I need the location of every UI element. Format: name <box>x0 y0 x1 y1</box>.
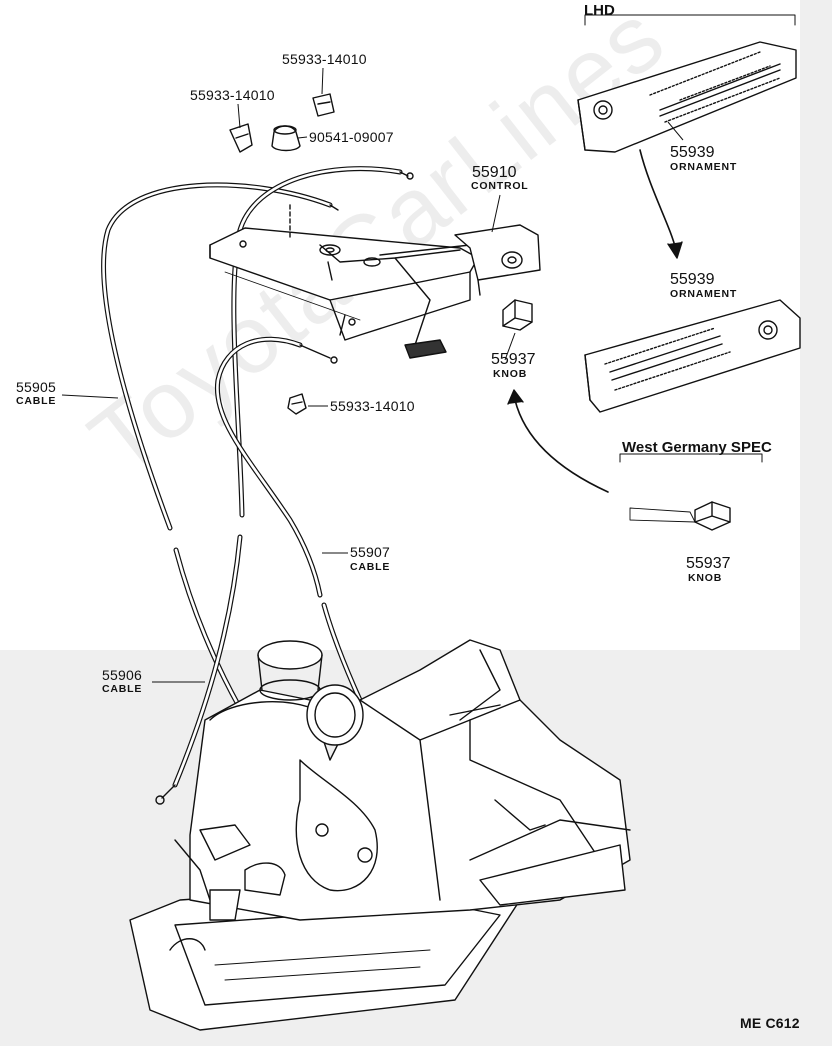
callout-cable-55906-name: CABLE <box>102 683 143 695</box>
knob-upper <box>502 299 533 331</box>
callout-ornament-lower-name: ORNAMENT <box>670 288 738 300</box>
callout-cable-55907-number: 55907 <box>350 544 390 560</box>
callout-cable-55907-name: CABLE <box>350 561 391 573</box>
callout-clip-left: 55933-14010 <box>190 87 275 103</box>
callout-clip-lower: 55933-14010 <box>330 398 415 414</box>
callout-control-name: CONTROL <box>471 180 529 192</box>
callout-ornament-upper-name: ORNAMENT <box>670 161 738 173</box>
callout-cable-55906-number: 55906 <box>102 667 142 683</box>
callout-knob-lower-number: 55937 <box>686 555 731 572</box>
west-germany-header: West Germany SPEC <box>622 439 772 456</box>
transfer-arrow <box>639 149 683 259</box>
callout-ornament-upper-number: 55939 <box>670 144 715 161</box>
callout-clip-top: 55933-14010 <box>282 51 367 67</box>
figure-code: ME C612 <box>740 1015 800 1031</box>
control-assembly <box>209 204 541 359</box>
callout-knob-upper-name: KNOB <box>493 368 528 380</box>
ornament-panel-upper <box>577 14 797 153</box>
callout-cable-55905-number: 55905 <box>16 379 56 395</box>
callout-control-number: 55910 <box>472 164 517 181</box>
heater-unit <box>129 639 631 1031</box>
lhd-header: LHD <box>584 2 615 19</box>
background-right-strip <box>800 0 832 650</box>
callout-knob-lower-name: KNOB <box>688 572 723 584</box>
callout-cable-55905-name: CABLE <box>16 395 57 407</box>
west-germany-knob <box>507 389 763 531</box>
callout-grommet: 90541-09007 <box>309 129 394 145</box>
callout-ornament-lower-number: 55939 <box>670 271 715 288</box>
ornament-panel-lower <box>584 299 801 413</box>
clip-parts <box>229 93 335 415</box>
callout-knob-upper-number: 55937 <box>491 351 536 368</box>
